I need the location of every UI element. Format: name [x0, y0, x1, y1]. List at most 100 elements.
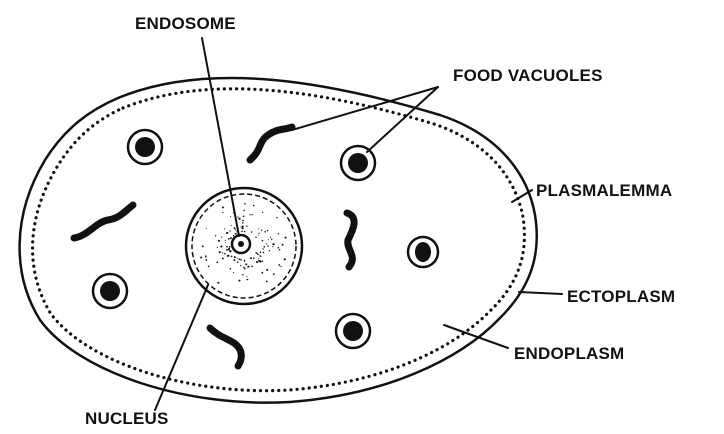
stipple-dot [278, 264, 280, 266]
stipple-dot [266, 243, 267, 244]
stipple-dot [262, 240, 264, 242]
endoplasm-leader [444, 325, 508, 348]
stipple-dot [206, 228, 207, 229]
stipple-dot [270, 237, 271, 238]
stipple-dot [230, 216, 231, 217]
stipple-dot [222, 257, 224, 259]
label-endoplasm: ENDOPLASM [514, 344, 624, 363]
stipple-dot [238, 258, 240, 260]
stipple-dot [284, 237, 286, 239]
stipple-dot [268, 239, 269, 240]
stipple-dot [205, 255, 206, 256]
stipple-dot [235, 229, 236, 230]
stipple-dot [246, 225, 247, 226]
stipple-dot [251, 231, 252, 232]
stipple-dot [247, 279, 248, 280]
food-particle [347, 213, 354, 267]
stipple-dot [278, 247, 280, 249]
food-particle [74, 205, 133, 238]
ectoplasm-leader [519, 292, 562, 294]
stipple-dot [243, 215, 245, 217]
label-food-vacuoles: FOOD VACUOLES [453, 66, 603, 85]
nucleus-leader [155, 285, 208, 410]
stipple-dot [258, 254, 259, 255]
stipple-dot [224, 228, 225, 229]
stipple-dot [227, 255, 229, 257]
stipple-dot [237, 258, 238, 259]
stipple-dot [228, 249, 230, 251]
stipple-dot [262, 260, 264, 262]
stipple-dot [234, 227, 236, 229]
stipple-dot [217, 282, 219, 284]
stipple-dot [258, 258, 259, 259]
stipple-dot [258, 235, 259, 236]
stipple-dot [216, 262, 218, 264]
stipple-dot [261, 230, 262, 231]
label-endosome: ENDOSOME [135, 14, 236, 33]
food-particles [74, 127, 354, 366]
label-nucleus: NUCLEUS [85, 409, 169, 428]
stipple-dot [272, 246, 273, 247]
stipple-dot [276, 217, 277, 218]
stipple-dot [230, 268, 232, 270]
stipple-dot [269, 250, 270, 251]
stipple-dot [238, 280, 240, 282]
stipple-dot [240, 259, 242, 261]
stipple-dot [243, 267, 245, 269]
stipple-dot [263, 246, 265, 248]
endosome-core [238, 241, 244, 247]
stipple-dot [245, 263, 247, 265]
stipple-dot [240, 227, 241, 228]
stipple-dot [219, 251, 221, 253]
stipple-dot [243, 210, 245, 212]
stipple-dot [258, 233, 259, 234]
stipple-dot [218, 240, 220, 242]
stipple-dot [222, 252, 223, 253]
food-vacuole [336, 314, 370, 348]
stipple-dot [260, 256, 261, 257]
stipple-dot [221, 236, 222, 237]
stipple-dot [253, 258, 254, 259]
stipple-dot [253, 205, 255, 207]
stipple-dot [233, 235, 234, 236]
stipple-dot [264, 231, 266, 233]
stipple-dot [228, 238, 230, 240]
label-ectoplasm: ECTOPLASM [567, 287, 675, 306]
stipple-dot [222, 212, 223, 213]
stipple-dot [231, 256, 233, 258]
stipple-dot [282, 244, 284, 246]
food-particle [210, 328, 241, 366]
stipple-dot [242, 274, 244, 276]
ectoplasm-dotted-boundary [33, 89, 525, 391]
stipple-dot [227, 232, 228, 233]
stipple-dot [262, 248, 263, 249]
stipple-dot [258, 260, 260, 262]
stipple-dot [229, 246, 230, 247]
food-vacuole [128, 130, 162, 164]
stipple-dot [222, 206, 224, 208]
food-vacuole [408, 237, 438, 267]
stipple-dot [237, 261, 239, 263]
food-vacuoles [93, 130, 438, 348]
stipple-dot [279, 249, 281, 251]
stipple-dot [215, 235, 216, 236]
stipple-dot [267, 245, 269, 247]
stipple-dot [242, 225, 244, 227]
stipple-dot [226, 246, 228, 248]
stipple-dot [200, 256, 202, 258]
food-particle [250, 127, 292, 160]
stipple-dot [242, 220, 244, 222]
stipple-dot [247, 266, 248, 267]
stipple-dot [229, 250, 231, 252]
food-vacuole [93, 274, 127, 308]
stipple-dot [242, 222, 244, 224]
stipple-dot [266, 269, 268, 271]
stipple-dot [273, 273, 275, 275]
stipple-dot [205, 259, 207, 261]
stipple-dot [267, 230, 268, 231]
stipple-dot [262, 212, 263, 213]
stipple-dot [258, 228, 259, 229]
stipple-dot [226, 249, 228, 251]
stipple-dot [256, 261, 258, 263]
